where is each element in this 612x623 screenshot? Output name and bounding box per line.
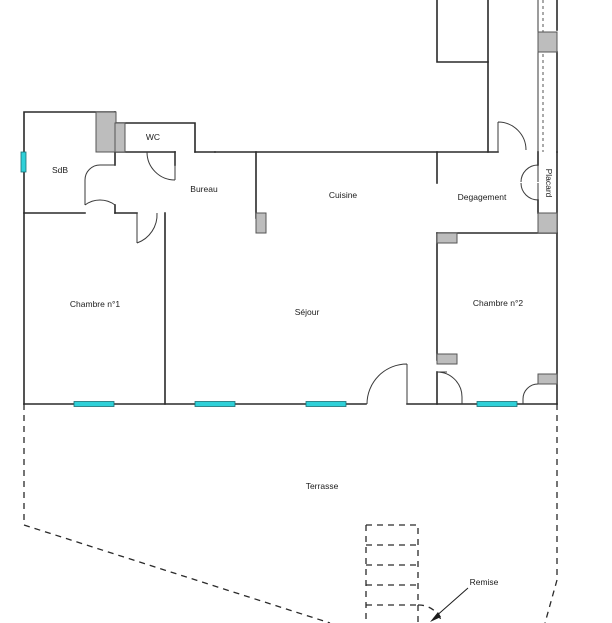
window-sejour-right xyxy=(305,401,347,407)
pillar-chambre2-mid xyxy=(436,353,458,365)
pillar-chambre2-right xyxy=(537,373,558,385)
label-remise: Remise xyxy=(470,577,499,587)
window-chambre1 xyxy=(73,401,115,407)
pillar-placard xyxy=(537,212,558,234)
pillar-chambre2-top xyxy=(436,232,458,244)
outer-walls xyxy=(23,111,558,405)
remise-arrow xyxy=(430,587,469,622)
pillar-wc xyxy=(114,122,126,153)
label-chambre2: Chambre n°2 xyxy=(473,298,523,308)
pillars xyxy=(95,31,558,385)
label-bureau: Bureau xyxy=(190,184,218,194)
window-sejour-left xyxy=(194,401,236,407)
terrasse-boundary xyxy=(23,404,558,623)
label-degagement: Degagement xyxy=(458,192,507,202)
label-cuisine: Cuisine xyxy=(329,190,358,200)
window-sdb xyxy=(20,151,27,173)
interior-walls xyxy=(23,111,558,405)
label-chambre1: Chambre n°1 xyxy=(70,299,120,309)
label-terrasse: Terrasse xyxy=(306,481,339,491)
label-placard: Placard xyxy=(544,169,554,198)
windows xyxy=(20,151,518,407)
label-sejour: Séjour xyxy=(295,307,320,317)
pillar-sdb xyxy=(95,111,117,153)
annex-walls xyxy=(436,0,558,153)
doors xyxy=(84,121,539,405)
label-sdb: SdB xyxy=(52,165,68,175)
pillar-sejour xyxy=(255,212,267,234)
room-labels: SdB WC Bureau Cuisine Degagement Placard… xyxy=(52,132,554,587)
pillar-annex xyxy=(537,31,558,53)
window-chambre2 xyxy=(476,401,518,407)
label-wc: WC xyxy=(146,132,160,142)
